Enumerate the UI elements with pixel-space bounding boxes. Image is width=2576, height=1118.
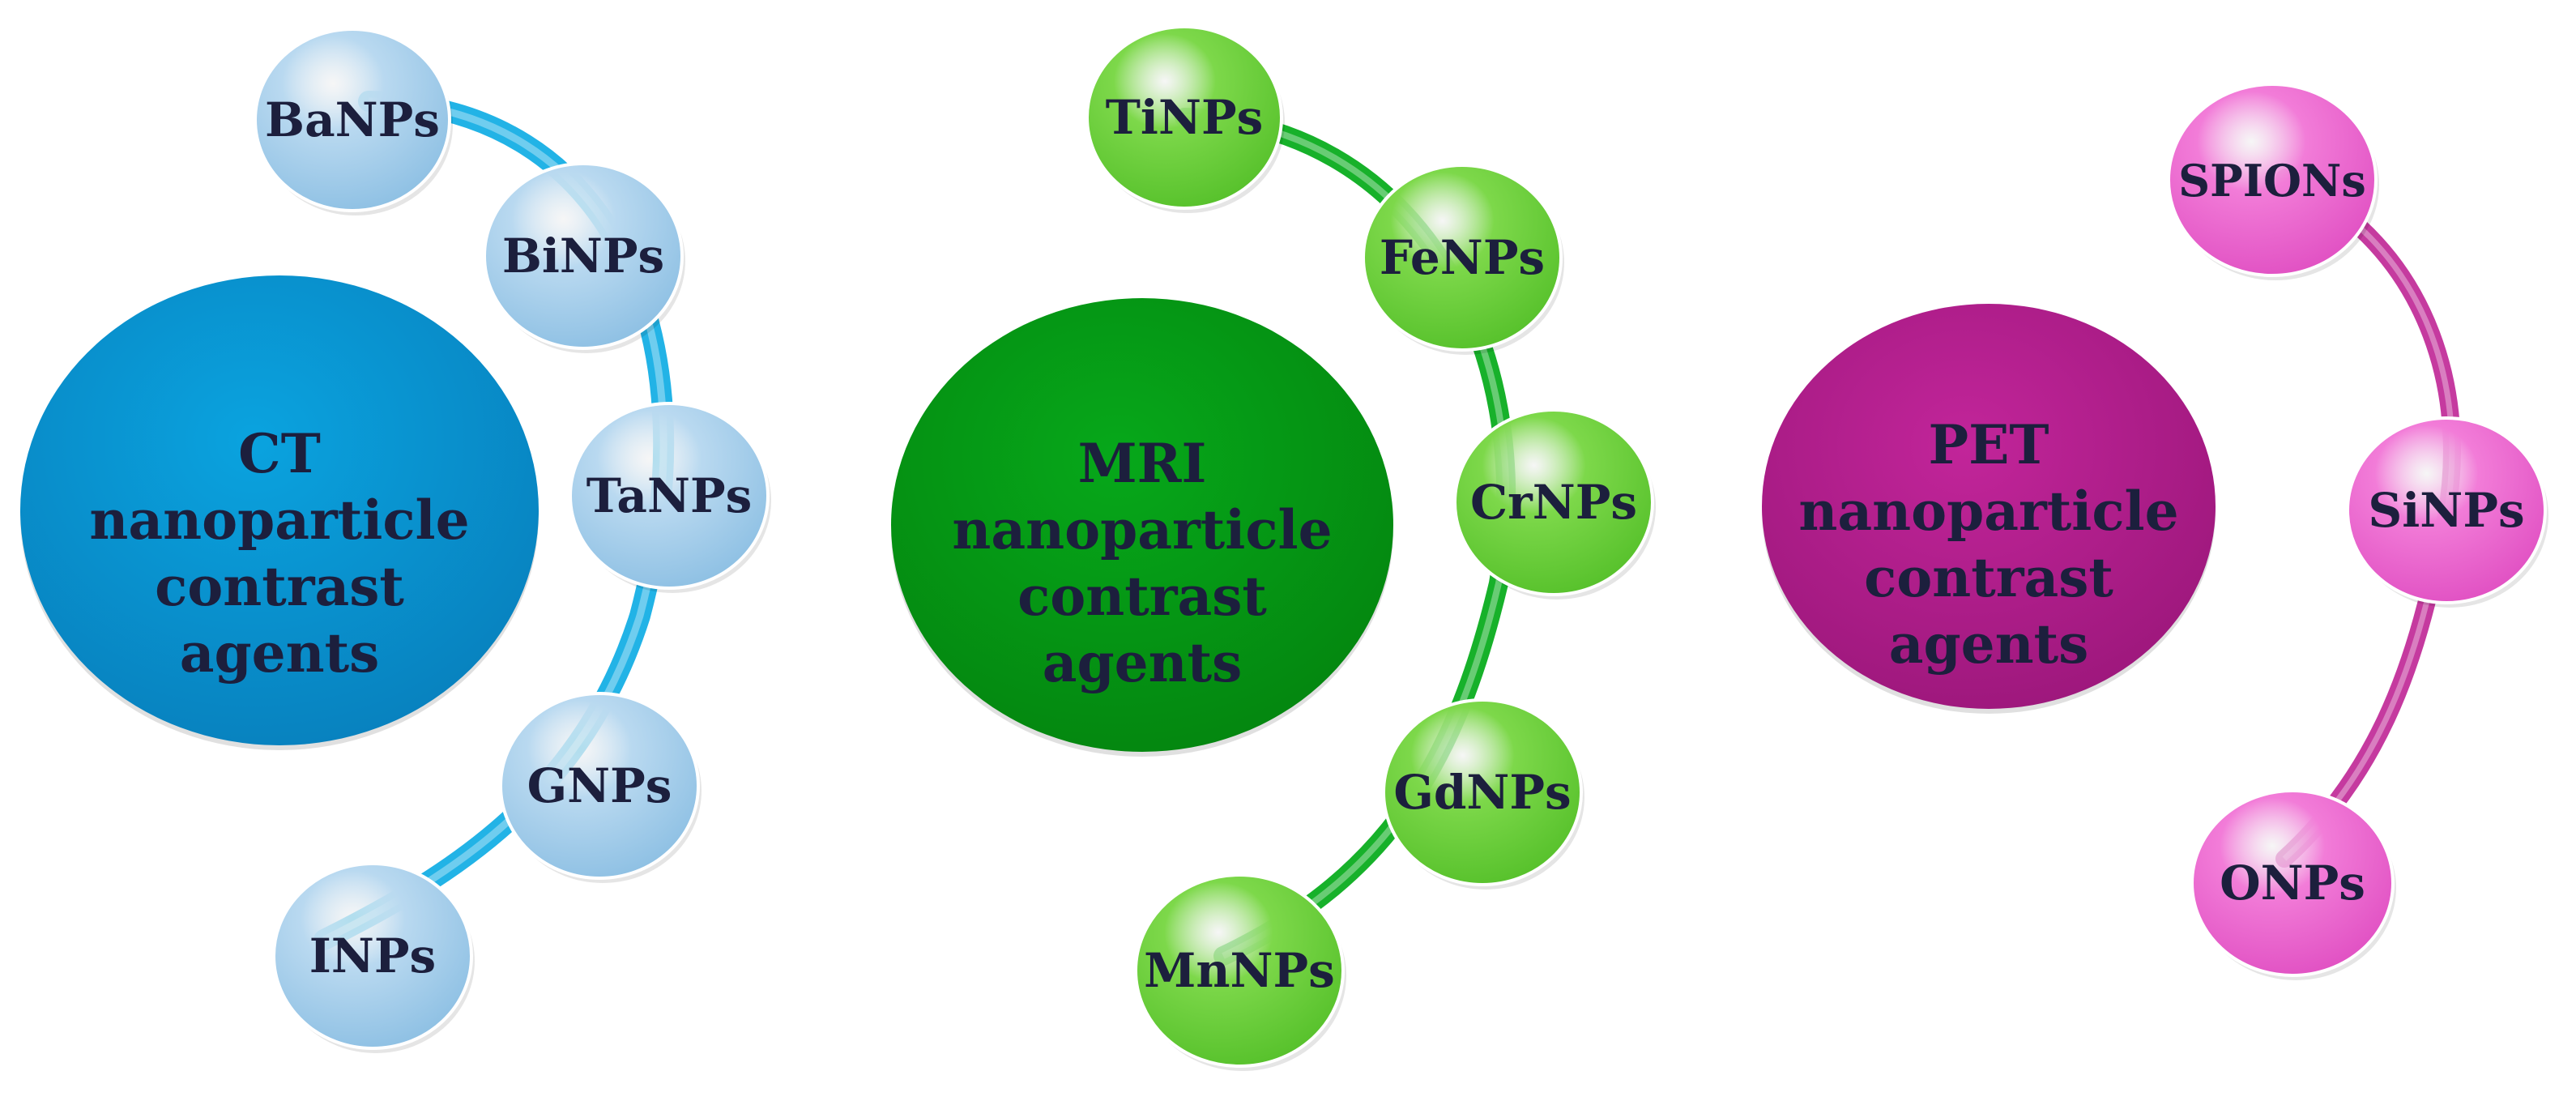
title-line: MRI xyxy=(1078,432,1207,495)
main-circle-ct xyxy=(20,275,539,745)
bubble-fenps: FeNPs xyxy=(1362,164,1564,355)
bubble-label: INPs xyxy=(309,928,436,984)
bubble-circle xyxy=(2190,789,2395,977)
bubble-onps: ONPs xyxy=(2190,789,2396,980)
main-circle-pet xyxy=(1762,304,2216,709)
bubble-label: TiNPs xyxy=(1106,90,1263,145)
title-line: CT xyxy=(238,422,321,485)
title-line: contrast xyxy=(155,555,404,618)
bubble-label: BiNPs xyxy=(502,228,664,284)
bubble-circle xyxy=(483,162,684,350)
bubble-tanps: TaNPs xyxy=(569,402,771,593)
title-line: nanoparticle xyxy=(89,489,469,552)
bubble-circle xyxy=(2346,416,2547,604)
bubble-label: GNPs xyxy=(527,758,672,813)
bubble-circle xyxy=(254,28,451,212)
bubble-gdnps: GdNPs xyxy=(1382,698,1584,890)
bubble-circle xyxy=(1362,164,1563,352)
bubble-tinps: TiNPs xyxy=(1085,25,1285,213)
title-line: contrast xyxy=(1864,546,2113,609)
bubble-circle xyxy=(1382,698,1583,886)
title-line: PET xyxy=(1928,413,2049,476)
bubble-label: GdNPs xyxy=(1393,765,1571,820)
bubble-label: SPIONs xyxy=(2178,155,2366,207)
bubble-inps: INPs xyxy=(272,862,475,1053)
bubble-banps: BaNPs xyxy=(254,28,453,215)
bubble-label: SiNPs xyxy=(2368,483,2524,538)
title-line: contrast xyxy=(1017,565,1267,628)
bubble-label: CrNPs xyxy=(1470,475,1637,530)
bubble-circle xyxy=(272,862,473,1050)
title-line: nanoparticle xyxy=(1798,480,2178,543)
bubble-crnps: CrNPs xyxy=(1453,408,1656,600)
bubble-label: ONPs xyxy=(2220,856,2365,911)
main-circle-mri xyxy=(891,298,1393,752)
bubble-gnps: GNPs xyxy=(499,692,702,883)
bubble-label: FeNPs xyxy=(1380,230,1545,285)
title-line: agents xyxy=(1889,612,2089,676)
bubble-label: BaNPs xyxy=(265,92,440,147)
bubble-spions: SPIONs xyxy=(2167,83,2379,280)
title-line: agents xyxy=(1043,631,1243,694)
bubble-circle xyxy=(1134,873,1345,1068)
bubble-circle xyxy=(499,692,700,880)
bubble-circle xyxy=(1085,25,1283,210)
bubble-label: TaNPs xyxy=(586,468,752,523)
bubble-mnnps: MnNPs xyxy=(1134,873,1346,1071)
bubble-sinps: SiNPs xyxy=(2346,416,2548,608)
bubble-circle xyxy=(569,402,770,590)
bubble-circle xyxy=(2167,83,2378,277)
bubble-circle xyxy=(1453,408,1654,596)
title-line: agents xyxy=(180,621,380,685)
bubble-label: MnNPs xyxy=(1144,943,1335,998)
bubble-binps: BiNPs xyxy=(483,162,685,353)
title-line: nanoparticle xyxy=(952,498,1332,561)
